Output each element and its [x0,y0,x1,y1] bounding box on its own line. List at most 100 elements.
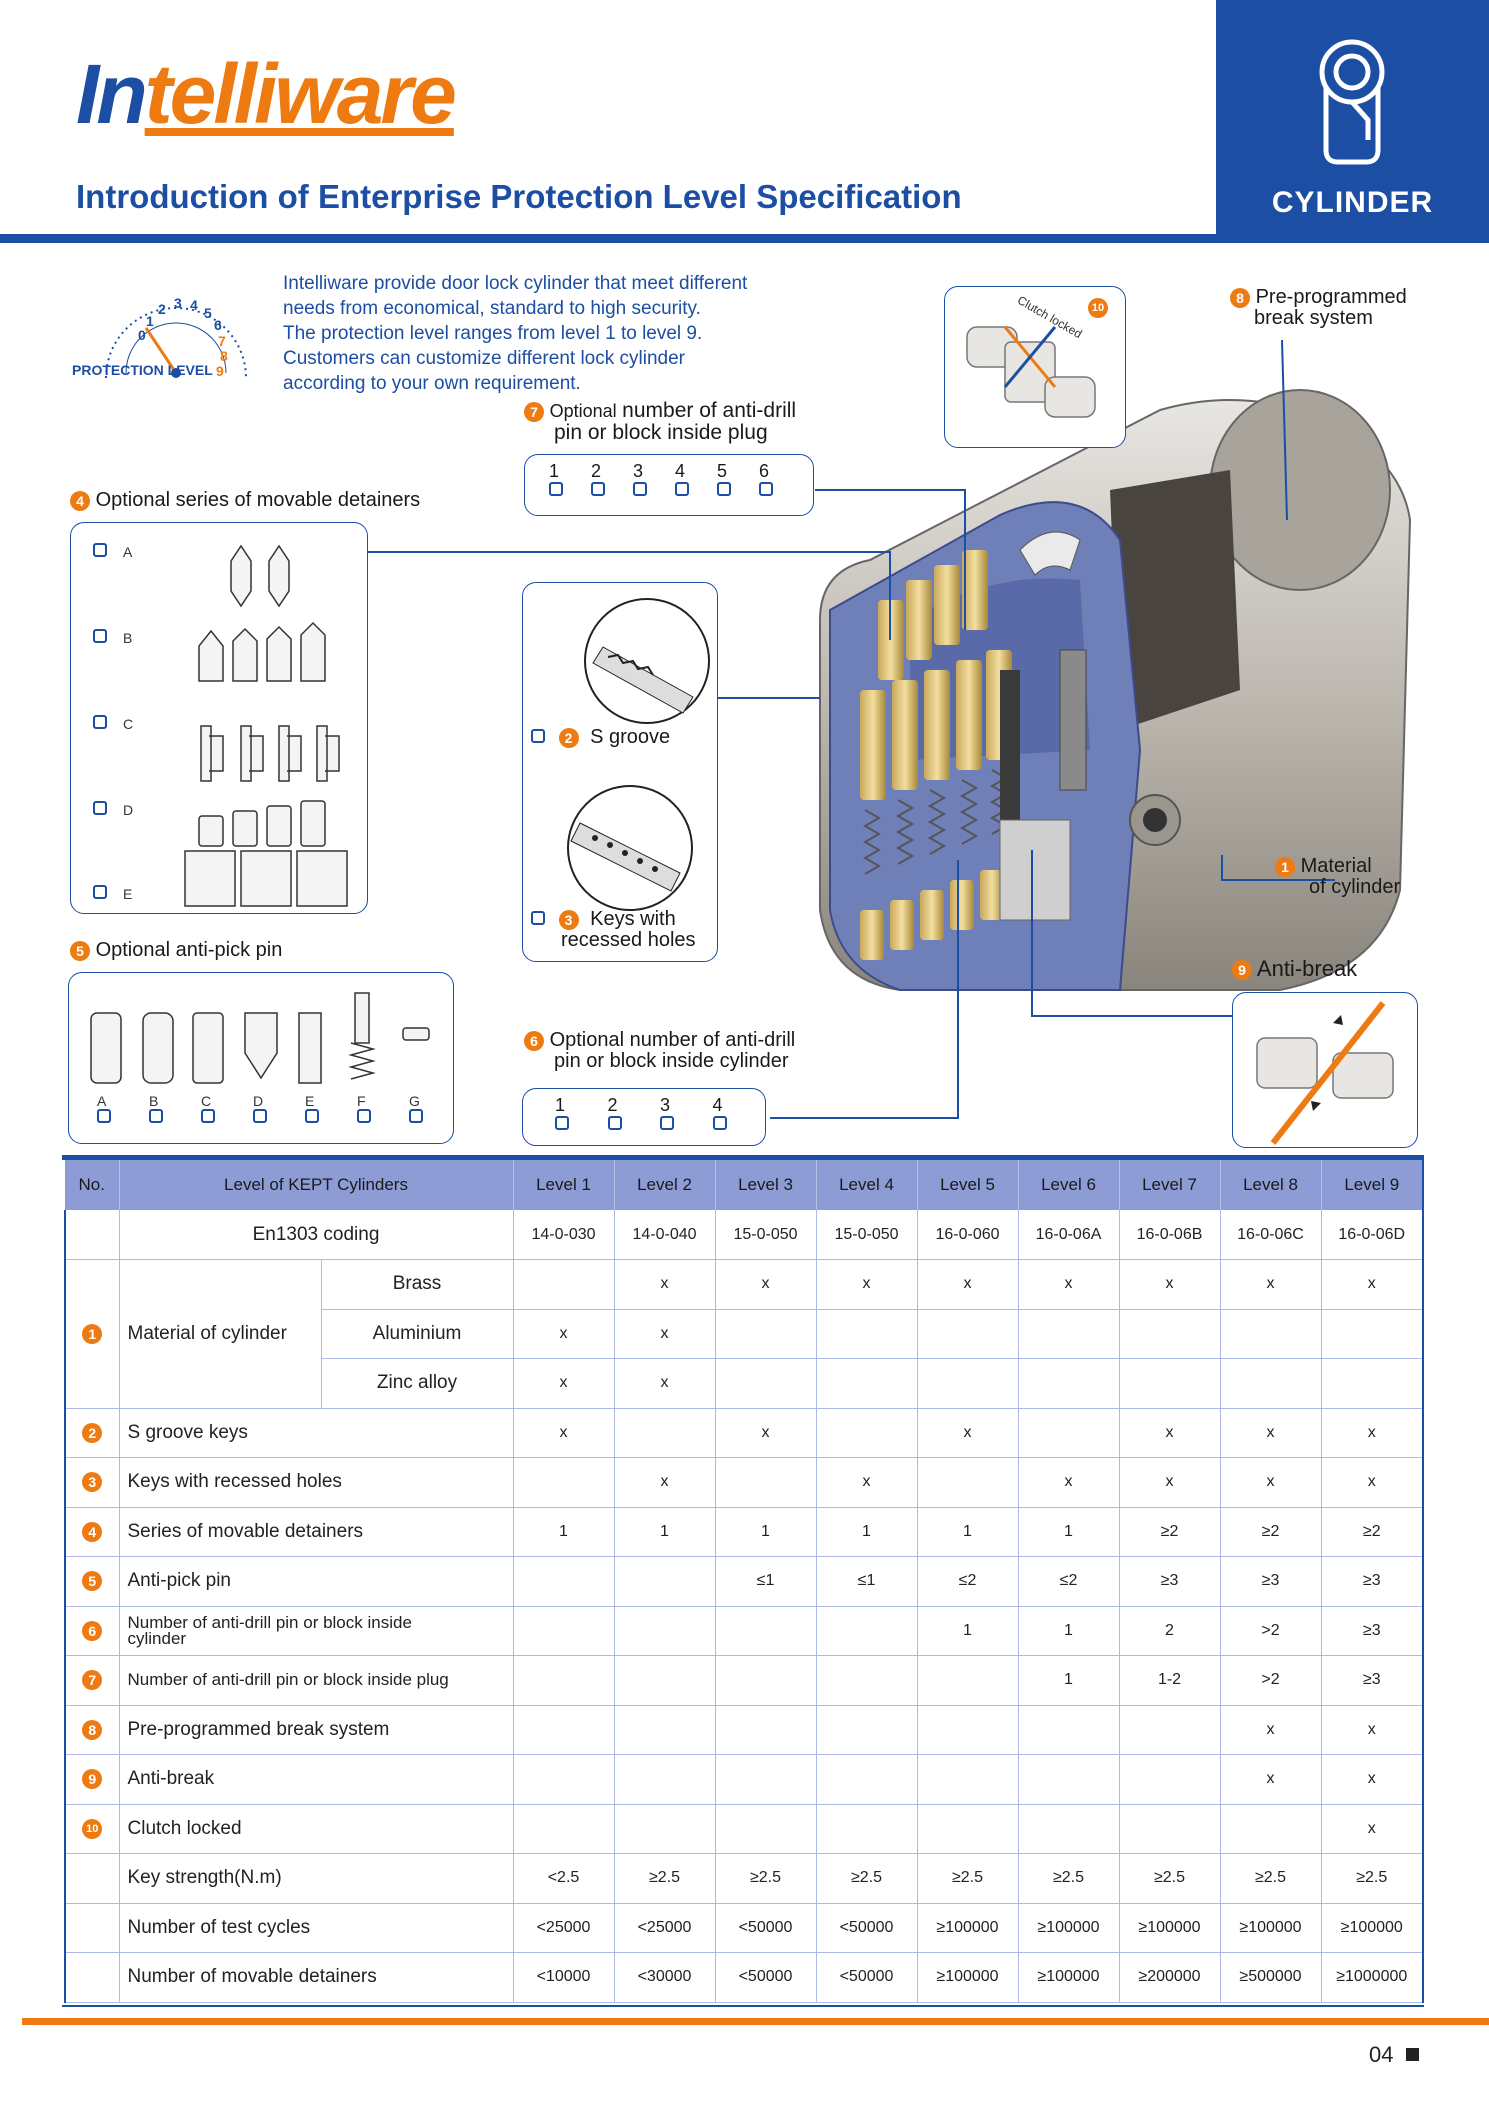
row-number [64,1853,120,1904]
cell: ≤1 [816,1556,918,1607]
option[interactable]: 2 [607,1095,661,1135]
option-checkbox[interactable] [93,801,107,815]
cell: ≥2 [1119,1507,1221,1557]
option[interactable]: 3 [633,461,675,501]
cell [1220,1804,1322,1854]
gauge-number: 0 [138,327,146,343]
cell: ≥2.5 [917,1853,1019,1904]
table-bottom-rule [62,2005,1424,2007]
cell [1018,1804,1120,1854]
option[interactable]: 1 [555,1095,608,1135]
option[interactable]: 5 [717,461,759,501]
option-checkbox[interactable] [549,482,563,496]
option-checkbox[interactable] [591,482,605,496]
col-header-level: Level 5 [917,1160,1019,1210]
option-checkbox[interactable] [531,729,545,743]
row-number: 4 [64,1507,120,1557]
cell: 1 [917,1507,1019,1557]
option[interactable]: 6 [759,461,801,501]
option-checkbox[interactable] [633,482,647,496]
cell: x [1321,1705,1424,1755]
row-label: Number of test cycles [119,1903,514,1953]
cell: x [1119,1457,1221,1508]
cell: x [1220,1754,1322,1805]
row-label: Number of movable detainers [119,1952,514,2003]
col-header-level: Level 8 [1220,1160,1322,1210]
row-sublabel: Zinc alloy [321,1358,514,1409]
brand-logo: Intelliware [76,47,457,141]
antipick-option[interactable]: E [305,1093,357,1128]
cell: x [614,1358,716,1409]
cell [816,1408,918,1458]
option-checkbox[interactable] [93,885,107,899]
cell: ≥500000 [1220,1952,1322,2003]
cell: x [1321,1754,1424,1805]
option-checkbox[interactable] [93,543,107,557]
cell: ≥3 [1220,1556,1322,1607]
cell: x [715,1408,817,1458]
option-checkbox[interactable] [93,629,107,643]
row-number: 6 [64,1606,120,1656]
cell: x [513,1309,615,1359]
detainer-option[interactable]: C [93,715,133,734]
callout-recessed-holes[interactable]: 3 Keys with recessed holes [531,909,696,951]
detainer-option[interactable]: A [93,543,132,562]
option-checkbox[interactable] [607,1116,622,1130]
cell: 1 [1018,1507,1120,1557]
option[interactable]: 3 [660,1095,713,1135]
cell: 16-0-06D [1321,1210,1424,1260]
detainer-option[interactable]: B [93,629,132,648]
option[interactable]: 4 [712,1095,766,1135]
option-checkbox[interactable] [93,715,107,729]
antipick-option[interactable]: F [357,1093,409,1128]
option-checkbox[interactable] [555,1116,569,1130]
option-checkbox[interactable] [759,482,773,496]
cell: x [917,1408,1019,1458]
row-number [64,1903,120,1953]
cell: ≥3 [1321,1606,1424,1656]
row-sublabel: Aluminium [321,1309,514,1359]
option-checkbox[interactable] [675,482,689,496]
antipick-option[interactable]: G [409,1093,461,1128]
cell [715,1358,817,1409]
cell [816,1309,918,1359]
option-checkbox[interactable] [149,1109,163,1123]
cell [1220,1358,1322,1409]
option-checkbox[interactable] [660,1116,674,1130]
cell [715,1457,817,1508]
option-checkbox[interactable] [717,482,731,496]
option-checkbox[interactable] [357,1109,371,1123]
row-number: 5 [64,1556,120,1607]
callout-s-groove[interactable]: 2 S groove [531,727,670,748]
table-row: Key strength(N.m)<2.5≥2.5≥2.5≥2.5≥2.5≥2.… [64,1853,1424,1904]
option-checkbox[interactable] [712,1116,727,1130]
cell [917,1804,1019,1854]
option-checkbox[interactable] [97,1109,111,1123]
option-checkbox[interactable] [253,1109,267,1123]
detainer-option[interactable]: E [93,885,132,904]
option-checkbox[interactable] [409,1109,423,1123]
cell: ≥100000 [917,1952,1019,2003]
cell: 1 [917,1606,1019,1656]
antipick-option[interactable]: D [253,1093,305,1128]
antipick-option[interactable]: A [97,1093,149,1128]
antipick-option[interactable]: C [201,1093,253,1128]
cell [513,1259,615,1310]
option[interactable]: 1 [549,461,591,501]
option-checkbox[interactable] [305,1109,319,1123]
cell [1018,1408,1120,1458]
option[interactable]: 4 [675,461,717,501]
option-checkbox[interactable] [531,911,545,925]
table-row-en1303: En1303 coding 14-0-030 14-0-040 15-0-050… [64,1210,1424,1260]
option[interactable]: 2 [591,461,633,501]
row-label: Material of cylinder [119,1259,322,1409]
cell [614,1408,716,1458]
option-checkbox[interactable] [201,1109,215,1123]
cell: <50000 [715,1952,817,2003]
detainer-option[interactable]: D [93,801,133,820]
antipick-option[interactable]: B [149,1093,201,1128]
